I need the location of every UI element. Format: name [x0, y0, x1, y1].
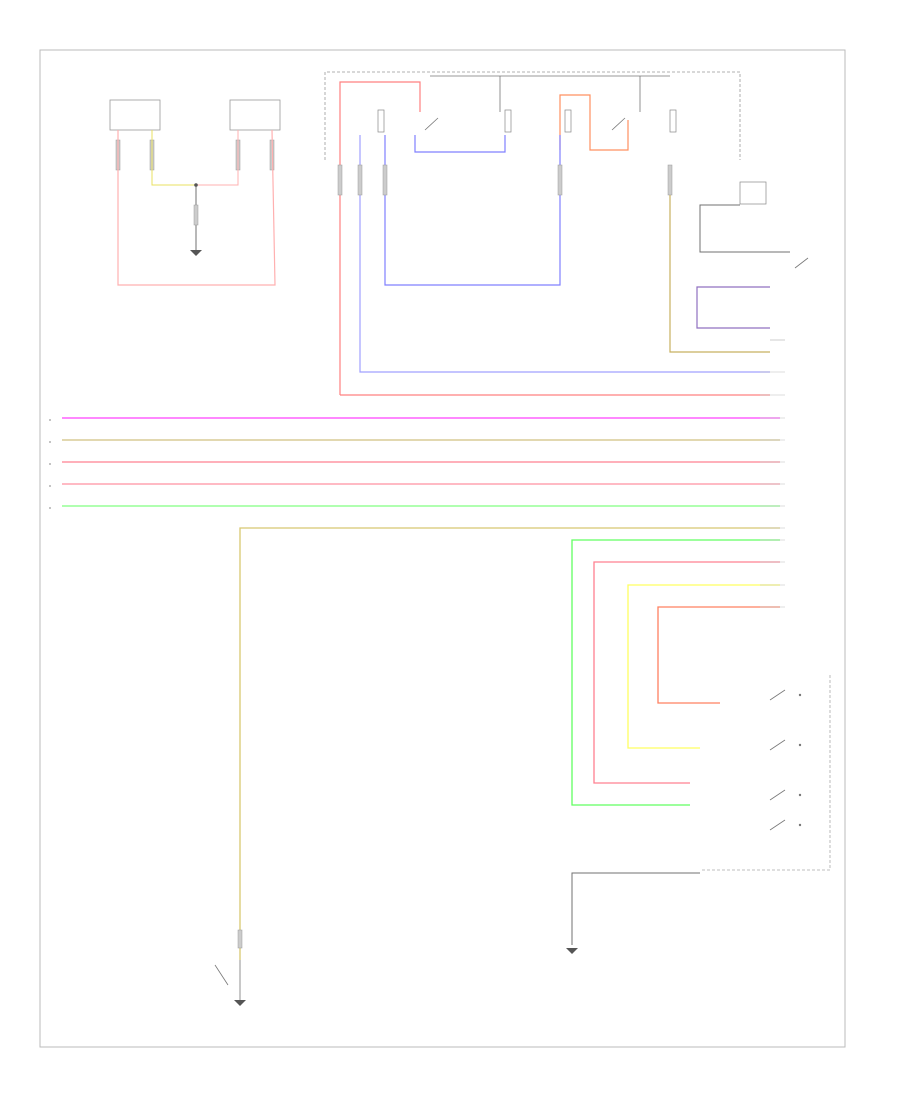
switch-contact: [769, 689, 786, 701]
wire-yellow: [151, 130, 196, 186]
connector-labels: [760, 371, 785, 608]
terminal-dot: [798, 693, 802, 697]
diagram-border: [39, 49, 846, 1048]
terminal-dot: [798, 823, 802, 827]
fuse: [377, 109, 385, 133]
left-sensor-box: [109, 99, 161, 131]
wire-red: [339, 81, 421, 395]
switch-contact: [794, 257, 809, 269]
trunk-lines: [49, 417, 780, 509]
fuse: [669, 109, 677, 133]
terminal-dot: [798, 743, 802, 747]
wire-pink: [196, 130, 239, 186]
wire-tan: [239, 527, 780, 960]
switch-contact: [769, 789, 786, 801]
ground-symbol: [190, 250, 202, 256]
relay-contact: [424, 117, 439, 131]
top-left-sensor-group: [109, 99, 281, 286]
wire-pink: [117, 129, 276, 286]
switch-contact: [769, 739, 786, 751]
ground-symbol: [234, 1000, 246, 1006]
relay-contact: [611, 117, 626, 131]
connector-pin: [382, 164, 388, 196]
wire-black: [699, 204, 790, 253]
wire-end-marker: [49, 441, 51, 443]
component-box: [739, 181, 767, 205]
splice-point: [194, 183, 198, 187]
connector-pin: [667, 164, 673, 196]
connector-pin: [193, 204, 199, 226]
upper-right-switch-group: [669, 181, 809, 353]
fuse-block-outline: [324, 71, 741, 160]
connector-pin: [237, 929, 243, 949]
connector-pin: [357, 164, 363, 196]
terminal-dot: [798, 793, 802, 797]
connector-pin: [337, 164, 343, 196]
connector-pin: [557, 164, 563, 196]
wire-end-marker: [49, 419, 51, 421]
component-outline: [700, 675, 831, 871]
wire-blue: [384, 135, 561, 286]
wire-purple: [696, 286, 770, 329]
wire-end-marker: [49, 463, 51, 465]
right-sensor-box: [229, 99, 281, 131]
wire-orange: [657, 606, 780, 704]
lower-right-switch-group: [566, 539, 831, 954]
wire-gold: [669, 195, 770, 353]
trunk-end-markers: [49, 419, 51, 509]
wire-blue: [414, 135, 506, 153]
fuse: [564, 109, 572, 133]
switch-contact: [769, 819, 786, 831]
switch-contact: [214, 964, 229, 986]
fuse: [504, 109, 512, 133]
wire-pink: [593, 561, 780, 784]
wire-end-marker: [49, 507, 51, 509]
ground-symbol: [566, 948, 578, 954]
wire-yellow: [627, 584, 780, 749]
wire-lavender: [359, 135, 770, 373]
bottom-left-switch-group: [214, 527, 780, 1006]
wire-black: [571, 872, 700, 945]
fuse-block-group: [324, 71, 770, 396]
wire-orange: [559, 94, 629, 151]
wire-end-marker: [49, 485, 51, 487]
wire-green: [571, 539, 780, 806]
